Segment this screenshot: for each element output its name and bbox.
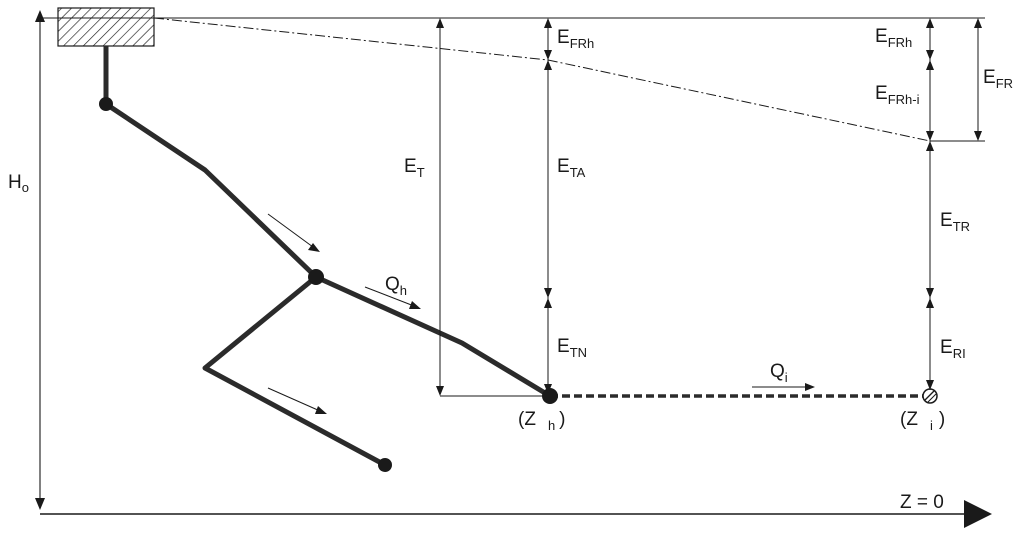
eri-arrow-bottom-icon (926, 380, 934, 390)
label-efr: EFR (983, 67, 1013, 91)
efr-arrow-bottom-icon (974, 131, 982, 141)
efrh-right-arrow-top-icon (926, 18, 934, 28)
label-qh: Qh (385, 274, 407, 298)
etn-arrow-bottom-icon (544, 384, 552, 394)
label-efrh-top: EFRh (557, 27, 594, 51)
label-qi: Qi (770, 361, 788, 385)
flow-arrow-1 (267, 213, 314, 248)
efrhi-arrow-top-icon (926, 60, 934, 70)
eta-arrow-top-icon (544, 60, 552, 70)
etr-arrow-bottom-icon (926, 288, 934, 298)
flow-arrow-1-head-icon (308, 243, 320, 252)
main-pipe (104, 101, 552, 399)
label-etn: ETN (557, 336, 587, 360)
reservoir-tank (57, 7, 155, 47)
efrhi-arrow-bottom-icon (926, 131, 934, 141)
node-i-hatch (924, 390, 935, 401)
et-arrow-top-icon (436, 18, 444, 28)
label-et: ET (404, 156, 425, 180)
branch-pipe (202, 275, 387, 468)
label-eta: ETA (557, 156, 586, 180)
flow-arrow-qh (364, 286, 415, 307)
flow-arrow-qi-head-icon (805, 383, 815, 391)
label-etr: ETR (940, 210, 970, 234)
label-eri: ERI (940, 337, 966, 361)
flow-arrow-qh-head-icon (409, 301, 421, 309)
node-junction (308, 269, 324, 285)
label-h0: Ho (8, 172, 29, 195)
efr-arrow-top-icon (974, 18, 982, 28)
efrh-arrow-top-icon (544, 18, 552, 28)
efrh-right-arrow-bottom-icon (926, 50, 934, 60)
datum-arrow-icon (964, 500, 992, 528)
node-i (922, 388, 938, 404)
label-z-zero: Z = 0 (900, 492, 944, 513)
node-i-hatch-2 (927, 393, 937, 403)
etn-arrow-top-icon (544, 298, 552, 308)
h0-arrow-top-icon (35, 10, 45, 22)
h0-arrow-bottom-icon (35, 498, 45, 510)
flow-arrow-3 (267, 387, 321, 412)
eri-arrow-top-icon (926, 298, 934, 308)
etr-arrow-top-icon (926, 141, 934, 151)
flow-arrow-3-head-icon (315, 406, 327, 414)
hydraulic-grade-line (153, 17, 931, 142)
efrh-arrow-bottom-icon (544, 50, 552, 60)
label-efrh-i: EFRh-i (875, 83, 920, 107)
eta-arrow-bottom-icon (544, 288, 552, 298)
node-branch-end (378, 458, 392, 472)
label-efrh-right: EFRh (875, 26, 912, 50)
et-arrow-bottom-icon (436, 386, 444, 396)
node-upper (99, 97, 113, 111)
